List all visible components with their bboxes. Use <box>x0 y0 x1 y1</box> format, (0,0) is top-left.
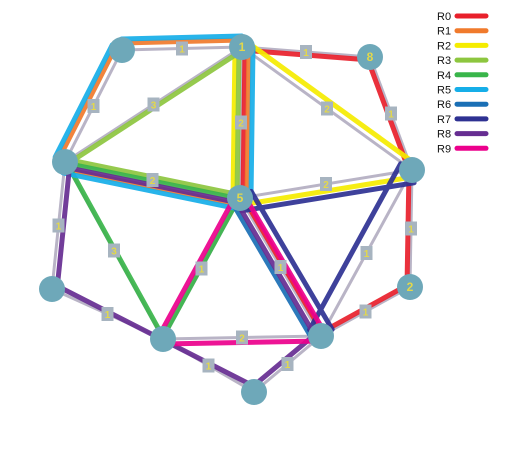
edge-weight-label: 1 <box>285 360 291 371</box>
node-label: 1 <box>239 40 246 54</box>
edge-weight-label: 2 <box>239 334 245 345</box>
legend-label-r0: R0 <box>437 11 451 23</box>
edge-weight-label: 1 <box>364 249 370 260</box>
edge-weight-box <box>235 115 247 130</box>
edge-weight-box <box>52 218 65 233</box>
edge-weight-label: 1 <box>408 225 414 236</box>
route-r7 <box>239 161 417 333</box>
node-label: 5 <box>237 191 244 205</box>
route-r6 <box>229 200 316 344</box>
edge-weight-box <box>176 41 188 56</box>
edge-weight-box <box>405 221 417 236</box>
legend-label-r9: R9 <box>437 143 451 155</box>
legend-label-r7: R7 <box>437 114 451 126</box>
edge-weight-box <box>320 177 332 191</box>
edge-weight-label: 3 <box>111 247 117 258</box>
node-n1 <box>109 37 135 63</box>
legend-label-r3: R3 <box>437 55 451 67</box>
legend-label-r5: R5 <box>437 85 451 97</box>
edge-weight-box <box>87 99 100 113</box>
edge-weight-box <box>202 358 215 373</box>
edge-weight-label: 2 <box>150 176 156 187</box>
legend-label-r2: R2 <box>437 40 451 52</box>
edge-weight-box <box>321 101 333 116</box>
edge-weight-label: 2 <box>323 180 329 191</box>
node-n7 <box>39 276 65 302</box>
edge-weight-label: 1 <box>105 310 111 321</box>
edge-weight-label: 1 <box>363 308 369 319</box>
legend-label-r8: R8 <box>437 129 451 141</box>
edge-weight-label: 1 <box>56 222 62 233</box>
edge-weight-label: 2 <box>238 119 244 130</box>
edge-weight-label: 1 <box>278 263 284 274</box>
node-n11 <box>241 379 267 405</box>
legend-label-r1: R1 <box>437 26 451 38</box>
edge-weight-label: 1 <box>303 48 309 59</box>
edge-weight-label: 1 <box>91 102 97 113</box>
edge-weight-box <box>359 304 372 319</box>
legend-label-r4: R4 <box>437 70 451 82</box>
node-n8 <box>150 326 176 352</box>
edge-weight-box <box>281 357 294 371</box>
edge-weight-box <box>108 243 120 258</box>
node-n6 <box>399 157 425 183</box>
edge-weight-box <box>360 246 373 260</box>
legend-label-r6: R6 <box>437 99 451 111</box>
edge-weight-box <box>195 261 208 276</box>
edge-weight-label: 1 <box>179 45 185 56</box>
edge-weight-box <box>236 330 248 345</box>
edge-weight-box <box>385 106 397 121</box>
edge-weight-box <box>300 45 312 59</box>
node-n5 <box>227 185 253 211</box>
node-n10 <box>308 323 334 349</box>
node-n3 <box>357 44 383 70</box>
edge-weight-label: 2 <box>324 105 330 116</box>
edge-weight-box <box>274 260 287 274</box>
edge-weight-box <box>146 173 159 187</box>
edge-weight-label: 1 <box>388 110 394 121</box>
node-n4 <box>52 149 78 175</box>
routes-layer <box>51 33 419 391</box>
edge-weight-label: 1 <box>199 265 205 276</box>
node-n2 <box>229 34 255 60</box>
node-label: 2 <box>407 280 414 294</box>
edge-weight-box <box>101 307 114 321</box>
node-label: 8 <box>367 50 374 64</box>
edge-weight-label: 1 <box>206 362 212 373</box>
node-n9 <box>397 274 423 300</box>
edge-weight-box <box>147 97 160 112</box>
edge-weights-layer: 1 1 1 1 3 2 2 2 2 1 3 1 1 1 1 1 1 2 1 1 <box>52 41 417 373</box>
edge-weight-label: 3 <box>151 101 157 112</box>
